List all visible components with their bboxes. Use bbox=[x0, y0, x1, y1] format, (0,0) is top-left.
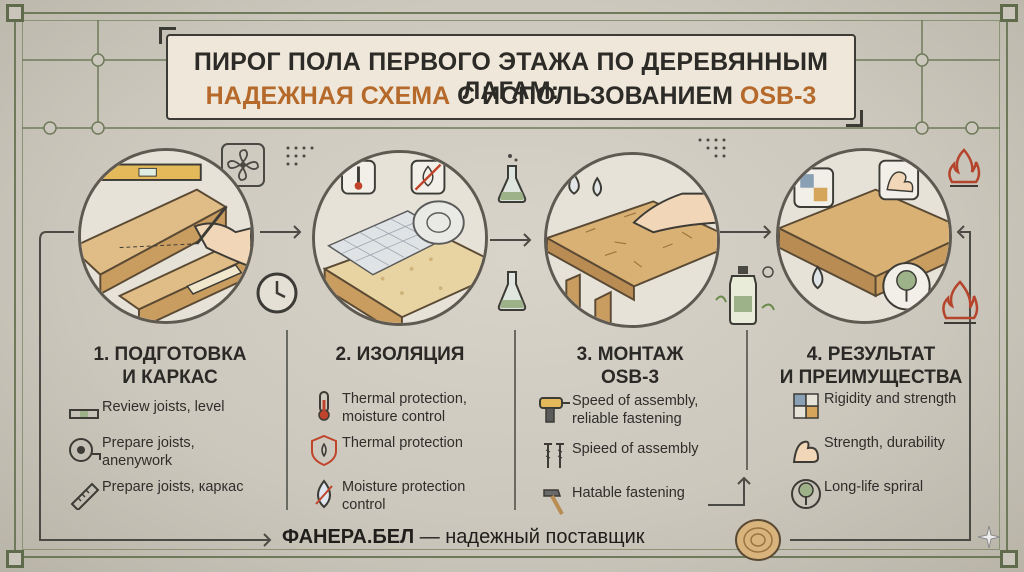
inner-frame bbox=[22, 20, 1000, 550]
step-4-item-text: Rigidity and strength bbox=[824, 391, 957, 407]
column-divider bbox=[746, 330, 748, 470]
flask-icon-2 bbox=[497, 271, 527, 311]
step-4-item-text: Strength, durability bbox=[824, 435, 945, 451]
fire-icon-2 bbox=[942, 280, 979, 324]
step-2-item-text: Thermal protection, moisture control bbox=[342, 391, 467, 425]
flask-icon bbox=[497, 154, 527, 203]
frame-corner bbox=[6, 4, 24, 22]
step-3-item: Hatable fastening bbox=[536, 484, 742, 516]
illustration-step-3 bbox=[544, 152, 720, 328]
screws-icon bbox=[544, 443, 564, 468]
fire-icon bbox=[948, 148, 981, 187]
step-3-item-text: Spieed of assembly bbox=[572, 441, 699, 457]
shield-icon bbox=[311, 434, 337, 466]
droplet-no-icon bbox=[315, 479, 333, 509]
step-4-item: Long-life spriral bbox=[788, 478, 968, 510]
detergent-bottle-icon bbox=[715, 266, 775, 325]
step-4-item: Strength, durability bbox=[788, 434, 968, 466]
step-4-item-text: Long-life spriral bbox=[824, 479, 924, 495]
frame-corner bbox=[6, 550, 24, 568]
column-divider bbox=[514, 330, 516, 510]
step-1-item: Prepare joists, anenywork bbox=[66, 434, 276, 470]
title-accent-osb: OSB-3 bbox=[739, 82, 817, 110]
step-3-item-text: Hatable fastening bbox=[572, 485, 685, 501]
illustration-step-4 bbox=[776, 148, 952, 324]
step-3-item-text: Speed of assembly, reliable fastening bbox=[572, 393, 699, 427]
step-2-title-line1: 2. ИЗОЛЯЦИЯ bbox=[335, 344, 465, 365]
step-3-title-line1: 3. МОНТАЖ bbox=[576, 344, 684, 365]
step-2-item-text: Thermal protection bbox=[342, 435, 463, 451]
step-1-item-text: Prepare joists, anenywork bbox=[102, 435, 195, 469]
illustration-step-2 bbox=[312, 150, 488, 326]
fan-icon bbox=[221, 143, 265, 187]
tape-measure-icon bbox=[69, 438, 101, 462]
step-1-item-text: Prepare joists, каркас bbox=[102, 479, 244, 495]
frame-corner bbox=[1000, 550, 1018, 568]
step-2-item-text: Moisture protection control bbox=[342, 479, 466, 513]
title-plain: С ИСПОЛЬЗОВАНИЕМ bbox=[450, 82, 740, 110]
step-4-title-line2: И ПРЕИМУЩЕСТВА bbox=[779, 367, 963, 388]
puzzle-icon bbox=[793, 393, 819, 419]
level-icon bbox=[69, 409, 99, 419]
footer-supplier: ФАНЕРА.БЕЛ — надежный поставщик bbox=[282, 526, 645, 549]
step-1-item-text: Review joists, level bbox=[102, 399, 225, 415]
outer-frame bbox=[14, 12, 1008, 558]
step-1-title-line2: И КАРКАС bbox=[122, 367, 218, 388]
tree-icon bbox=[791, 479, 821, 509]
thermometer-icon bbox=[318, 391, 330, 421]
frame-corner bbox=[1000, 4, 1018, 22]
illustration-step-1 bbox=[78, 148, 254, 324]
footer-brand: ФАНЕРА.БЕЛ bbox=[282, 526, 415, 548]
title-banner: ПИРОГ ПОЛА ПЕРВОГО ЭТАЖА ПО ДЕРЕВЯННЫМ Л… bbox=[159, 27, 863, 127]
drill-icon bbox=[539, 397, 570, 423]
step-3-item: Speed of assembly, reliable fastening bbox=[536, 392, 742, 428]
step-1-item: Review joists, level bbox=[66, 398, 276, 430]
column-divider bbox=[286, 330, 288, 510]
step-4-title: 4. РЕЗУЛЬТАТ И ПРЕИМУЩЕСТВА bbox=[764, 343, 978, 389]
footer-tagline: — надежный поставщик bbox=[414, 526, 645, 548]
title-line-2: НАДЕЖНАЯ СХЕМА С ИСПОЛЬЗОВАНИЕМ OSB-3 bbox=[168, 82, 854, 111]
step-3-title: 3. МОНТАЖ OSB-3 bbox=[530, 343, 730, 389]
ruler-icon bbox=[70, 482, 100, 510]
title-line-1: ПИРОГ ПОЛА ПЕРВОГО ЭТАЖА ПО ДЕРЕВЯННЫМ Л… bbox=[193, 48, 829, 105]
step-2-item: Moisture protection control bbox=[306, 478, 511, 514]
step-3-item: Spieed of assembly bbox=[536, 440, 742, 472]
title-accent: НАДЕЖНАЯ СХЕМА bbox=[205, 82, 451, 110]
sparkle-icon bbox=[977, 525, 1001, 549]
step-4-title-line1: 4. РЕЗУЛЬТАТ bbox=[806, 344, 936, 365]
step-1-title: 1. ПОДГОТОВКА И КАРКАС bbox=[70, 343, 270, 389]
step-4-item: Rigidity and strength bbox=[788, 390, 968, 422]
step-3-title-line2: OSB-3 bbox=[600, 367, 660, 388]
step-2-item: Thermal protection, moisture control bbox=[306, 390, 511, 426]
bicep-icon bbox=[792, 440, 820, 463]
step-2-title: 2. ИЗОЛЯЦИЯ bbox=[300, 343, 500, 366]
step-1-title-line1: 1. ПОДГОТОВКА bbox=[93, 344, 247, 365]
wood-log-icon bbox=[735, 519, 781, 561]
step-2-item: Thermal protection bbox=[306, 434, 511, 466]
hammer-icon bbox=[543, 489, 564, 515]
clock-icon bbox=[256, 272, 298, 314]
step-1-item: Prepare joists, каркас bbox=[66, 478, 276, 510]
